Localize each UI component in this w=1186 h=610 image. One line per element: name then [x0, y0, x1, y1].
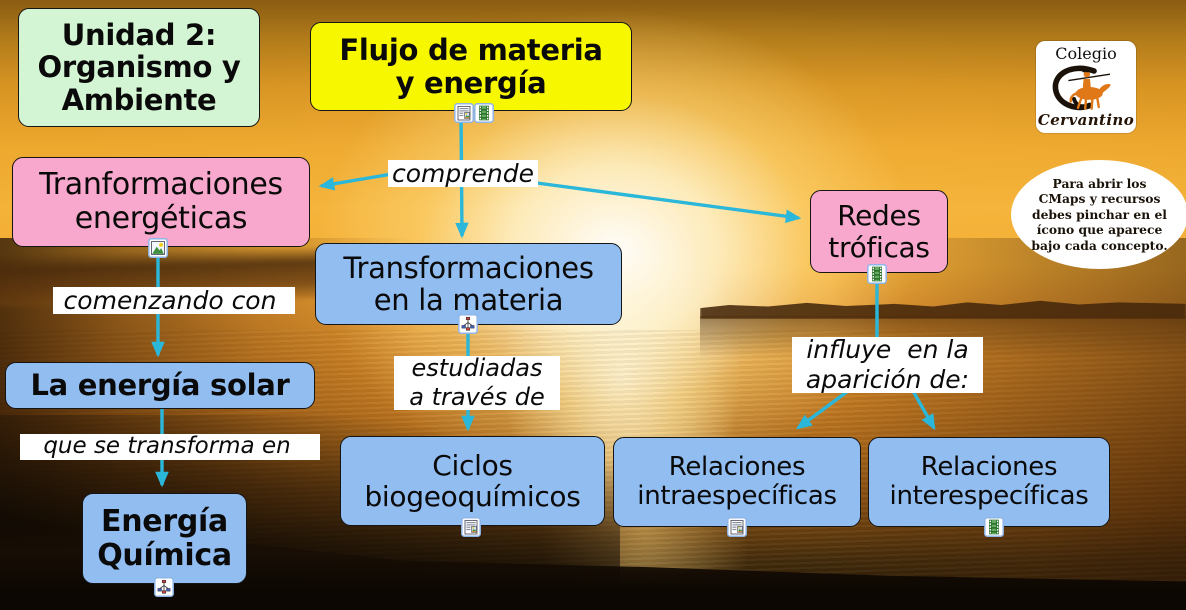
school-logo-line2: Cervantino [1037, 111, 1135, 129]
cmap-resource-icon[interactable] [154, 577, 174, 597]
link-line-comprende-energeticas [318, 171, 399, 191]
quimica-resource-icons [154, 577, 174, 597]
linking-phrase-estudiadas[interactable]: estudiadas a través de [394, 354, 560, 411]
linking-phrase-influye[interactable]: influye en la aparición de: [792, 335, 983, 394]
energeticas-resource-icons [148, 238, 168, 258]
ciclos-resource-icons [461, 517, 481, 537]
school-logo: Colegio Cervantino [1036, 41, 1136, 133]
concept-redes-troficas[interactable]: Redes tróficas [810, 190, 948, 273]
background-coast-silhouette [700, 300, 1186, 319]
concept-relaciones-interespecificas[interactable]: Relaciones interespecíficas [868, 437, 1110, 527]
linking-phrase-comprende[interactable]: comprende [388, 159, 538, 188]
school-logo-line1: Colegio [1055, 44, 1117, 63]
video-resource-icon[interactable] [984, 517, 1004, 537]
concept-energia-quimica[interactable]: Energía Química [82, 493, 247, 584]
redes-resource-icons [867, 264, 887, 284]
cmap-resource-icon[interactable] [458, 314, 478, 334]
materia-resource-icons [458, 314, 478, 334]
concept-relaciones-intraespecificas[interactable]: Relaciones intraespecíficas [613, 437, 861, 527]
concept-transformaciones-materia[interactable]: Transformaciones en la materia [315, 243, 622, 325]
video-resource-icon[interactable] [474, 103, 494, 123]
inter-resource-icons [984, 517, 1004, 537]
link-line-influye-intra [796, 389, 850, 430]
concept-transformaciones-energeticas[interactable]: Tranformaciones energéticas [12, 157, 310, 247]
video-resource-icon[interactable] [867, 264, 887, 284]
linking-phrase-que-se-transforma[interactable]: que se transforma en [20, 433, 320, 460]
concept-energia-solar[interactable]: La energía solar [5, 362, 315, 409]
intra-resource-icons [727, 517, 747, 537]
document-resource-icon[interactable] [461, 517, 481, 537]
link-line-influye-inter [911, 390, 936, 431]
quixote-horse-rider-icon [1052, 65, 1111, 111]
instruction-bubble: Para abrir los CMaps y recursos debes pi… [1011, 160, 1186, 269]
concept-flujo-materia-energia[interactable]: Flujo de materia y energía [310, 22, 632, 111]
flujo-resource-icons [454, 103, 494, 123]
linking-phrase-comenzando-con[interactable]: comenzando con [53, 286, 295, 315]
concept-unidad-2[interactable]: Unidad 2: Organismo y Ambiente [18, 8, 260, 127]
image-resource-icon[interactable] [148, 238, 168, 258]
link-line-comprende-redes [521, 179, 802, 223]
document-resource-icon[interactable] [727, 517, 747, 537]
concept-ciclos-biogeoquimicos[interactable]: Ciclos biogeoquímicos [340, 436, 605, 526]
document-resource-icon[interactable] [454, 103, 474, 123]
